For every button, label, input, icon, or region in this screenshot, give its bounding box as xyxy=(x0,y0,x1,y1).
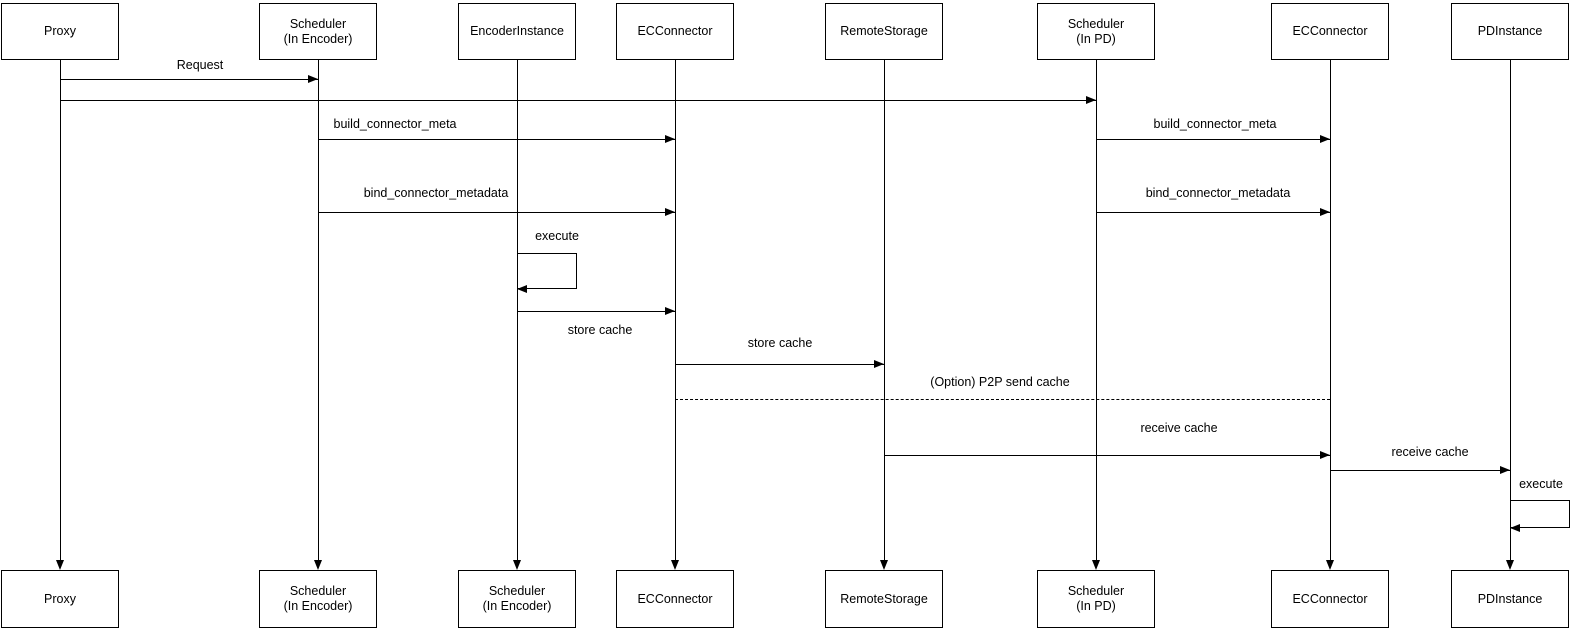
actor-label: Scheduler (In PD) xyxy=(1067,16,1125,46)
message-p2p-send-cache-label: (Option) P2P send cache xyxy=(930,375,1070,389)
arrowhead-right-icon xyxy=(874,360,884,368)
actor-top-box-proxy: Proxy xyxy=(1,3,119,60)
actor-top-box-pd-instance: PDInstance xyxy=(1451,3,1569,60)
lifeline-proxy xyxy=(59,60,61,560)
arrowhead-down-icon xyxy=(1091,560,1100,570)
arrowhead-down-icon xyxy=(879,560,888,570)
message-build-connector-meta-pd-label: build_connector_meta xyxy=(1153,117,1277,131)
arrowhead-right-icon xyxy=(665,307,675,315)
lifeline-remote-storage xyxy=(883,60,885,560)
arrowhead-right-icon xyxy=(1320,451,1330,459)
arrowhead-down-icon xyxy=(1325,560,1334,570)
arrowhead-left-icon xyxy=(1510,524,1520,532)
actor-label: ECConnector xyxy=(637,24,713,38)
lifeline-scheduler-encoder xyxy=(317,60,319,560)
message-build-connector-meta-encoder-label: build_connector_meta xyxy=(333,117,457,131)
actor-bottom-box-proxy: Proxy xyxy=(1,570,119,628)
message-bind-connector-metadata-encoder-label: bind_connector_metadata xyxy=(363,186,509,200)
self-message-execute-pd-instance-label: execute xyxy=(1519,477,1563,491)
self-message-execute-encoder-instance-line xyxy=(517,253,577,293)
arrowhead-right-icon xyxy=(665,135,675,143)
arrowhead-down-icon xyxy=(313,560,322,570)
actor-label: RemoteStorage xyxy=(840,24,928,38)
actor-top-box-scheduler-pd: Scheduler (In PD) xyxy=(1037,3,1155,60)
actor-label: Proxy xyxy=(44,591,76,606)
message-proxy-to-scheduler-pd-line xyxy=(60,96,1096,104)
actor-bottom-box-pd-instance: PDInstance xyxy=(1451,570,1569,628)
message-receive-cache-ec-connector-line xyxy=(884,451,1330,459)
actor-label: Scheduler (In Encoder) xyxy=(482,584,552,613)
arrowhead-right-icon xyxy=(308,75,318,83)
actor-label: PDInstance xyxy=(1477,591,1543,606)
arrowhead-right-icon xyxy=(1086,96,1096,104)
message-request-label: Request xyxy=(176,58,224,72)
message-build-connector-meta-encoder-line xyxy=(318,135,675,143)
arrowhead-left-icon xyxy=(517,285,527,293)
actor-label: Scheduler (In PD) xyxy=(1067,584,1125,613)
arrowhead-down-icon xyxy=(512,560,521,570)
lifeline-ec-connector-pd xyxy=(1329,60,1331,560)
actor-label: Proxy xyxy=(44,24,76,38)
message-receive-cache-ec-connector-label: receive cache xyxy=(1140,421,1218,435)
actor-bottom-box-scheduler-pd: Scheduler (In PD) xyxy=(1037,570,1155,628)
message-request-line xyxy=(60,75,318,83)
actor-top-box-ec-connector-encoder: ECConnector xyxy=(616,3,734,60)
actor-bottom-box-scheduler-encoder: Scheduler (In Encoder) xyxy=(259,570,377,628)
message-bind-connector-metadata-pd-label: bind_connector_metadata xyxy=(1145,186,1291,200)
lifeline-encoder-instance xyxy=(516,60,518,560)
actor-top-box-ec-connector-pd: ECConnector xyxy=(1271,3,1389,60)
actor-label: EncoderInstance xyxy=(470,24,564,38)
message-store-cache-encoder-label: store cache xyxy=(567,323,633,337)
arrowhead-down-icon xyxy=(55,560,64,570)
message-p2p-send-cache-line xyxy=(675,399,1330,400)
self-message-execute-encoder-instance-label: execute xyxy=(535,229,579,243)
actor-label: RemoteStorage xyxy=(840,591,928,606)
message-bind-connector-metadata-encoder-line xyxy=(318,208,675,216)
actor-bottom-box-ec-connector-encoder: ECConnector xyxy=(616,570,734,628)
self-message-execute-pd-instance-line xyxy=(1510,500,1570,532)
lifeline-pd-instance xyxy=(1509,60,1511,560)
actor-bottom-box-encoder-instance: Scheduler (In Encoder) xyxy=(458,570,576,628)
arrowhead-right-icon xyxy=(1320,135,1330,143)
arrowhead-down-icon xyxy=(1505,560,1514,570)
actor-label: Scheduler (In Encoder) xyxy=(283,584,353,613)
actor-top-box-scheduler-encoder: Scheduler (In Encoder) xyxy=(259,3,377,60)
message-receive-cache-pd-instance-line xyxy=(1330,466,1510,474)
actor-label: ECConnector xyxy=(1292,24,1368,38)
lifeline-scheduler-pd xyxy=(1095,60,1097,560)
message-store-cache-encoder-line xyxy=(517,307,675,315)
actor-bottom-box-ec-connector-pd: ECConnector xyxy=(1271,570,1389,628)
actor-label: ECConnector xyxy=(637,591,713,606)
lifeline-ec-connector-encoder xyxy=(674,60,676,560)
message-store-cache-remote-storage-label: store cache xyxy=(747,336,813,350)
actor-label: ECConnector xyxy=(1292,591,1368,606)
arrowhead-right-icon xyxy=(665,208,675,216)
message-build-connector-meta-pd-line xyxy=(1096,135,1330,143)
actor-bottom-box-remote-storage: RemoteStorage xyxy=(825,570,943,628)
arrowhead-down-icon xyxy=(670,560,679,570)
message-bind-connector-metadata-pd-line xyxy=(1096,208,1330,216)
arrowhead-right-icon xyxy=(1500,466,1510,474)
message-store-cache-remote-storage-line xyxy=(675,360,884,368)
actor-top-box-remote-storage: RemoteStorage xyxy=(825,3,943,60)
actor-top-box-encoder-instance: EncoderInstance xyxy=(458,3,576,60)
actor-label: PDInstance xyxy=(1477,24,1543,38)
actor-label: Scheduler (In Encoder) xyxy=(283,16,353,46)
message-receive-cache-pd-instance-label: receive cache xyxy=(1391,445,1469,459)
arrowhead-right-icon xyxy=(1320,208,1330,216)
